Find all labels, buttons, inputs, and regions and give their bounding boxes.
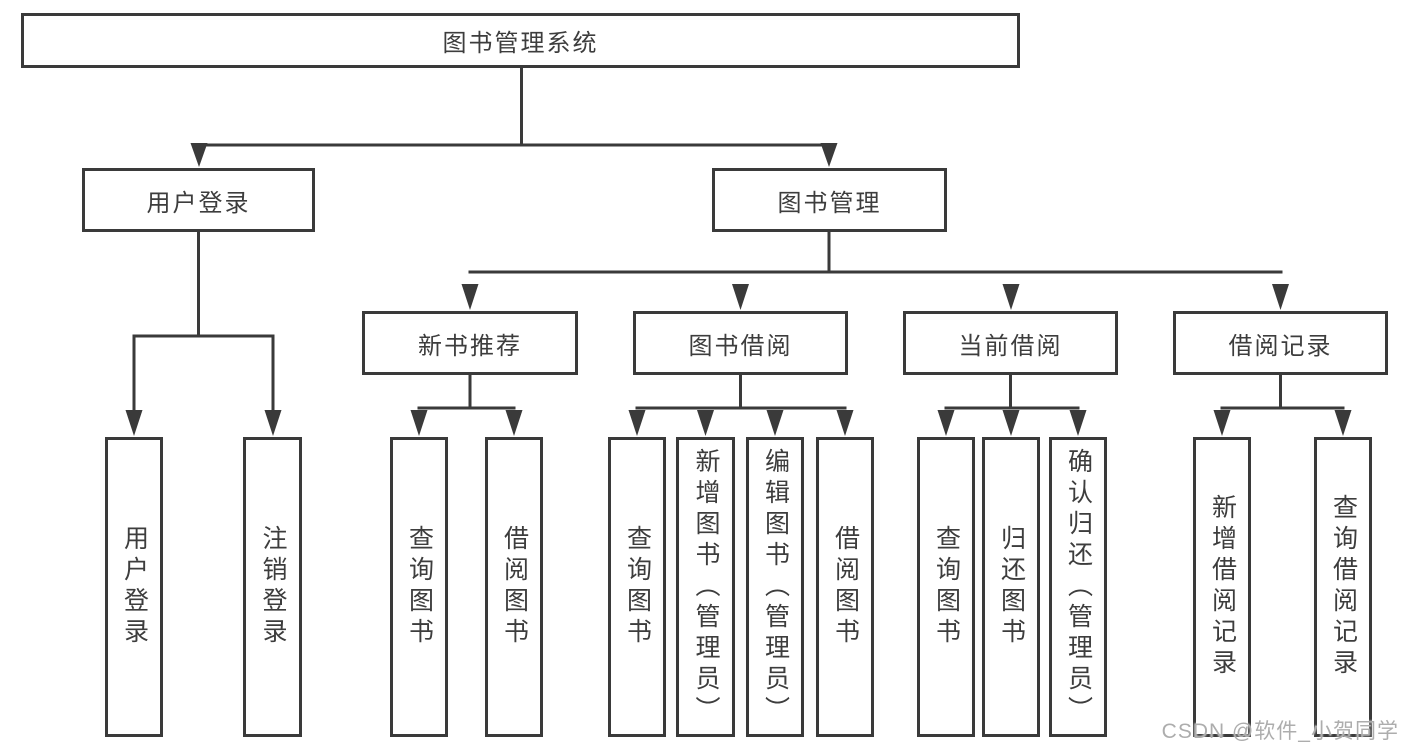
leaf-return-books-label: 归还图书 — [997, 525, 1026, 649]
node-new-book-recommend-label: 新书推荐 — [418, 332, 522, 360]
arrowhead — [190, 143, 208, 167]
node-borrow-records: 借阅记录 — [1173, 311, 1388, 375]
arrowhead — [505, 410, 523, 436]
leaf-edit-book-admin-label: 编辑图书（管理员） — [761, 447, 790, 727]
node-root: 图书管理系统 — [21, 13, 1020, 68]
arrowhead — [1334, 410, 1352, 436]
leaf-query-books-recommend-label: 查询图书 — [405, 525, 434, 649]
node-user-login: 用户登录 — [82, 168, 315, 232]
leaf-query-books-current: 查询图书 — [917, 437, 975, 737]
leaf-query-books-recommend: 查询图书 — [390, 437, 448, 737]
leaf-query-books-borrow: 查询图书 — [608, 437, 666, 737]
arrowhead — [1002, 284, 1020, 310]
leaf-edit-book-admin: 编辑图书（管理员） — [746, 437, 804, 737]
arrowhead — [125, 410, 143, 436]
leaf-query-borrow-record-label: 查询借阅记录 — [1329, 494, 1358, 680]
leaf-query-books-borrow-label: 查询图书 — [623, 525, 652, 649]
arrowhead — [732, 284, 749, 310]
arrowhead — [937, 410, 955, 436]
arrowhead — [628, 410, 646, 436]
leaf-add-book-admin: 新增图书（管理员） — [676, 437, 735, 737]
node-book-borrow: 图书借阅 — [633, 311, 848, 375]
arrowhead — [697, 410, 714, 436]
leaf-borrow-books: 借阅图书 — [816, 437, 874, 737]
watermark: CSDN @软件_小贺同学 — [1161, 720, 1399, 743]
leaf-add-book-admin-label: 新增图书（管理员） — [692, 447, 720, 727]
node-new-book-recommend: 新书推荐 — [362, 311, 578, 375]
leaf-confirm-return-admin: 确认归还（管理员） — [1049, 437, 1107, 737]
node-root-label: 图书管理系统 — [442, 30, 599, 57]
arrowhead — [461, 284, 479, 310]
node-book-management-label: 图书管理 — [777, 189, 882, 217]
leaf-borrow-books-recommend: 借阅图书 — [485, 437, 543, 737]
leaf-user-login-label: 用户登录 — [120, 525, 149, 649]
leaf-logout: 注销登录 — [243, 437, 302, 737]
leaf-borrow-books-label: 借阅图书 — [831, 525, 860, 649]
arrowhead — [1272, 284, 1289, 310]
arrowhead — [1213, 410, 1231, 436]
arrowhead — [1002, 410, 1020, 436]
leaf-confirm-return-admin-label: 确认归还（管理员） — [1064, 447, 1093, 727]
leaf-logout-label: 注销登录 — [259, 525, 287, 649]
leaf-query-books-current-label: 查询图书 — [932, 525, 961, 649]
arrowhead — [766, 410, 784, 436]
arrowhead — [264, 410, 282, 436]
node-current-borrow-label: 当前借阅 — [958, 332, 1063, 360]
leaf-query-borrow-record: 查询借阅记录 — [1314, 437, 1372, 737]
arrowhead — [820, 143, 838, 167]
node-book-borrow-label: 图书借阅 — [688, 332, 793, 360]
arrowhead — [836, 410, 854, 436]
leaf-user-login: 用户登录 — [105, 437, 163, 737]
node-book-management: 图书管理 — [712, 168, 947, 232]
leaf-add-borrow-record: 新增借阅记录 — [1193, 437, 1251, 737]
leaf-return-books: 归还图书 — [982, 437, 1040, 737]
node-user-login-label: 用户登录 — [146, 189, 251, 217]
node-borrow-records-label: 借阅记录 — [1228, 332, 1333, 360]
arrowhead — [1069, 410, 1087, 436]
leaf-add-borrow-record-label: 新增借阅记录 — [1208, 494, 1237, 680]
leaf-borrow-books-recommend-label: 借阅图书 — [500, 525, 529, 649]
node-current-borrow: 当前借阅 — [903, 311, 1118, 375]
arrowhead — [410, 410, 428, 436]
